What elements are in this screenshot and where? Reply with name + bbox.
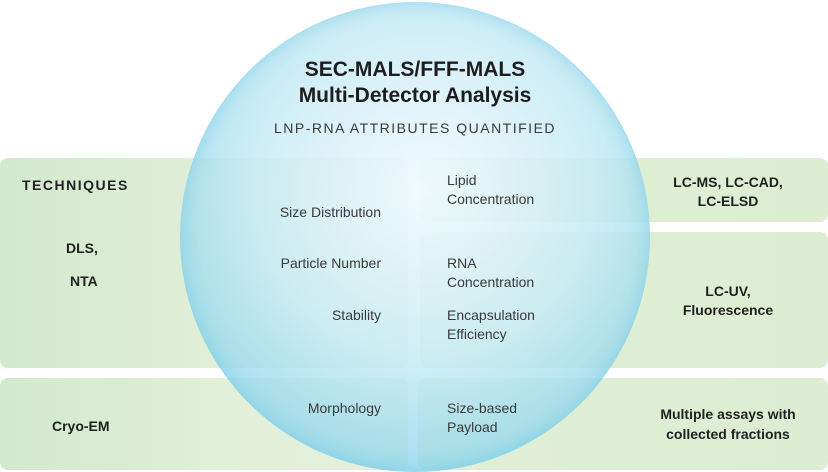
technique-lc-ms-line2: LC-ELSD: [697, 193, 759, 209]
technique-nta: NTA: [70, 273, 98, 289]
technique-dls: DLS,: [66, 240, 98, 256]
diagram-subtitle: LNP-RNA ATTRIBUTES QUANTIFIED: [273, 120, 557, 136]
attribute-rna-line2: Concentration: [447, 274, 535, 290]
attribute-rna-line1: RNA: [447, 255, 477, 271]
attribute-morphology: Morphology: [307, 400, 381, 416]
attribute-lipid-line1: Lipid: [447, 172, 477, 188]
technique-cryo-em: Cryo-EM: [52, 418, 110, 434]
technique-lc-uv-line1: LC-UV,: [705, 283, 751, 299]
techniques-heading: TECHNIQUES: [22, 177, 129, 193]
attribute-size-based-line1: Size-based: [447, 400, 518, 416]
technique-lc-ms-line1: LC-MS, LC-CAD,: [673, 174, 783, 190]
diagram-title-line1: SEC-MALS/FFF-MALS: [304, 58, 526, 81]
attribute-particle-number: Particle Number: [280, 255, 381, 271]
attribute-size-distribution: Size Distribution: [279, 204, 381, 220]
technique-multiple-assays-line2: collected fractions: [666, 426, 790, 442]
technique-multiple-assays-line1: Multiple assays with: [660, 406, 796, 422]
attribute-encapsulation-line2: Efficiency: [447, 326, 507, 342]
attribute-encapsulation-line1: Encapsulation: [447, 307, 535, 323]
attribute-lipid-line2: Concentration: [447, 191, 535, 207]
sec-mals-circle: [180, 2, 650, 472]
attribute-size-based-line2: Payload: [447, 419, 498, 435]
technique-lc-uv-line2: Fluorescence: [682, 302, 774, 318]
diagram-title-line2: Multi-Detector Analysis: [298, 84, 532, 107]
attribute-stability: Stability: [331, 307, 381, 323]
